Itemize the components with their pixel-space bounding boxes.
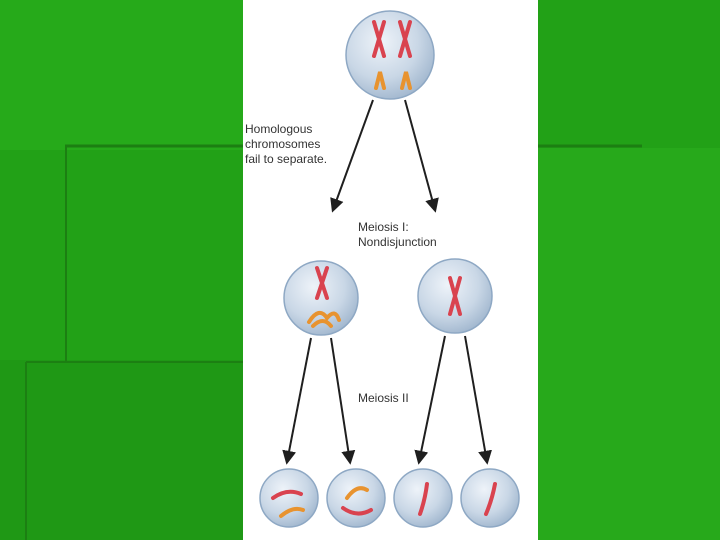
meiosis-one-line-1: Meiosis I: [358,220,437,235]
slide-decor-left-block [0,360,243,540]
homologous-fail-line-1: Homologous [245,122,327,137]
homologous-fail-label: Homologous chromosomes fail to separate. [245,122,327,167]
slide-decor-right-block [538,148,720,540]
gamete-2 [327,469,385,527]
meiosis-one-cell-right [418,259,492,333]
arrow-parent-to-right [405,100,435,210]
gamete-3 [394,469,452,527]
parent-cell-membrane [346,11,434,99]
gamete-4 [461,469,519,527]
homologous-fail-line-2: chromosomes [245,137,327,152]
meiosis-one-cell-left [284,261,358,335]
arrow-right-to-gamete-3 [419,336,445,462]
arrow-left-to-gamete-1 [287,338,311,462]
nondisjunction-diagram [243,0,538,540]
gamete-2-membrane [327,469,385,527]
meiosis-one-line-2: Nondisjunction [358,235,437,250]
meiosis-one-label: Meiosis I: Nondisjunction [358,220,437,250]
gamete-1 [260,469,318,527]
figure-panel: Homologous chromosomes fail to separate.… [243,0,538,540]
homologous-fail-line-3: fail to separate. [245,152,327,167]
arrow-left-to-gamete-2 [331,338,350,462]
left-cell-membrane [284,261,358,335]
arrow-parent-to-left [333,100,373,210]
parent-cell [346,11,434,99]
slide-decor-top-left [0,0,243,150]
arrow-right-to-gamete-4 [465,336,487,462]
gamete-1-membrane [260,469,318,527]
meiosis-two-label: Meiosis II [358,391,409,406]
